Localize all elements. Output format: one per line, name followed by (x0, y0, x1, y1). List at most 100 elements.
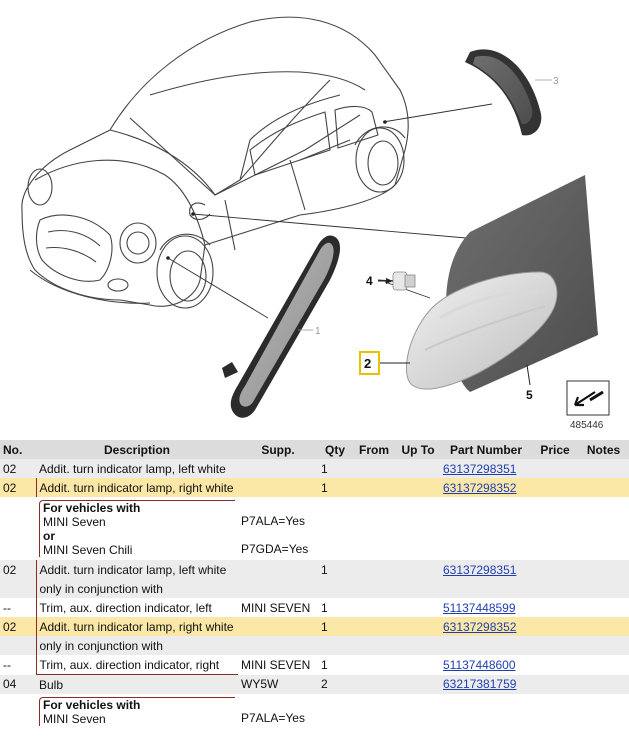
cell-no (0, 636, 36, 655)
part-number-link[interactable]: 51137448599 (443, 600, 516, 615)
cell-up-to (396, 655, 440, 675)
cell-up-to (396, 478, 440, 497)
part-number-link[interactable]: 63137298352 (443, 619, 517, 634)
cell-no: 02 (0, 459, 36, 478)
cell-no: 02 (0, 617, 36, 636)
cell-qty: 1 (318, 655, 352, 675)
cell-qty: 1 (318, 560, 352, 579)
condition-block: For vehicles with MINI Seven (36, 694, 238, 729)
part-1-lamp-image (222, 235, 341, 418)
table-row[interactable]: -- Trim, aux. direction indicator, right… (0, 655, 629, 675)
cell-up-to (396, 598, 440, 617)
view-direction-icon (566, 380, 610, 416)
part-number-link[interactable]: 63137298351 (443, 562, 517, 577)
column-header-price: Price (532, 440, 578, 459)
table-row[interactable]: -- Trim, aux. direction indicator, left … (0, 598, 629, 617)
cell-from (352, 459, 396, 478)
parts-diagram: 3 1 5 2 4 485446 (21, 16, 610, 431)
cell-price (532, 674, 578, 694)
cell-description: Addit. turn indicator lamp, left white (35, 560, 238, 579)
cell-description: only in conjunction with (35, 579, 238, 598)
callout-1: 1 (315, 326, 321, 337)
callout-2: 2 (364, 356, 371, 371)
arrow-icon (386, 278, 393, 284)
cell-part-number: 63137298352 (440, 478, 532, 497)
part-number-link[interactable]: 63217381759 (443, 677, 517, 692)
table-row-highlighted[interactable]: 02 Addit. turn indicator lamp, right whi… (0, 478, 629, 497)
cell-supp (238, 579, 318, 598)
table-row-highlighted[interactable]: 02 Addit. turn indicator lamp, right whi… (0, 617, 629, 636)
cell-no: 02 (0, 560, 36, 579)
part-3-trim-image (465, 49, 542, 136)
cell-price (532, 478, 578, 497)
cell-notes (578, 674, 629, 694)
cell-no (0, 579, 36, 598)
cell-from (352, 655, 396, 675)
cell-qty: 1 (318, 459, 352, 478)
leader-lines (167, 103, 493, 319)
callout-3: 3 (553, 76, 559, 87)
cell-notes (578, 478, 629, 497)
condition-codes: P7ALA=Yes (238, 694, 318, 729)
cell-price (532, 560, 578, 579)
column-header-up-to: Up To (396, 440, 440, 459)
anchor-dot (191, 212, 195, 216)
table-row: only in conjunction with (0, 636, 629, 655)
part-2-lens-image (405, 271, 558, 390)
cell-no: 04 (0, 674, 36, 694)
cell-price (532, 655, 578, 675)
cell-part-number: 63137298351 (440, 459, 532, 478)
condition-heading: For vehicles with (43, 698, 141, 712)
cell-supp: MINI SEVEN (238, 598, 318, 617)
part-number-link[interactable]: 63137298352 (443, 480, 517, 495)
cell-supp (238, 636, 318, 655)
column-header-qty: Qty (318, 440, 352, 459)
part-number-link[interactable]: 63137298351 (443, 461, 517, 476)
cell-up-to (396, 459, 440, 478)
cell-description: Bulb (36, 674, 238, 694)
condition-model: MINI Seven Chili (43, 543, 133, 557)
cell-notes (578, 655, 629, 675)
callout-5-leader (526, 364, 531, 386)
diagram-ref-number: 485446 (570, 420, 604, 431)
cell-price (532, 617, 578, 636)
car-outline (21, 16, 409, 309)
cell-description: Addit. turn indicator lamp, right white (35, 478, 238, 497)
condition-codes: P7ALA=Yes P7GDA=Yes (238, 497, 318, 560)
condition-row: For vehicles with MINI Seven or MINI Sev… (0, 497, 629, 560)
cell-from (352, 674, 396, 694)
cell-supp (238, 617, 318, 636)
cell-supp: WY5W (238, 674, 318, 694)
table-row[interactable]: 02 Addit. turn indicator lamp, left whit… (0, 459, 629, 478)
cell-no: 02 (0, 478, 36, 497)
cell-qty: 2 (318, 674, 352, 694)
cell-from (352, 617, 396, 636)
condition-code: P7ALA=Yes (241, 514, 305, 528)
part-number-link[interactable]: 51137448600 (443, 657, 516, 672)
part-4-bulb-image (392, 271, 416, 291)
cell-from (352, 598, 396, 617)
cell-part-number: 63137298352 (440, 617, 532, 636)
cell-part-number: 63137298351 (440, 560, 532, 579)
column-header-description: Description (36, 440, 238, 459)
table-header-row: No. Description Supp. Qty From Up To Par… (0, 440, 629, 459)
table-row[interactable]: 02 Addit. turn indicator lamp, left whit… (0, 560, 629, 579)
cell-description: only in conjunction with (35, 636, 238, 655)
anchor-dot (383, 120, 387, 124)
callout-5: 5 (526, 388, 533, 402)
cell-qty: 1 (318, 478, 352, 497)
column-header-supp: Supp. (238, 440, 318, 459)
cell-notes (578, 617, 629, 636)
anchor-dot (166, 256, 170, 260)
cell-qty: 1 (318, 598, 352, 617)
cell-from (352, 560, 396, 579)
table-row[interactable]: 04 Bulb WY5W 2 63217381759 (0, 674, 629, 694)
cell-supp (238, 459, 318, 478)
cell-up-to (396, 674, 440, 694)
table-row: only in conjunction with (0, 579, 629, 598)
parts-table: No. Description Supp. Qty From Up To Par… (0, 440, 629, 729)
cell-supp (238, 478, 318, 497)
column-header-no: No. (0, 440, 36, 459)
callout-4: 4 (366, 274, 373, 288)
cell-description: Trim, aux. direction indicator, right (35, 655, 238, 675)
